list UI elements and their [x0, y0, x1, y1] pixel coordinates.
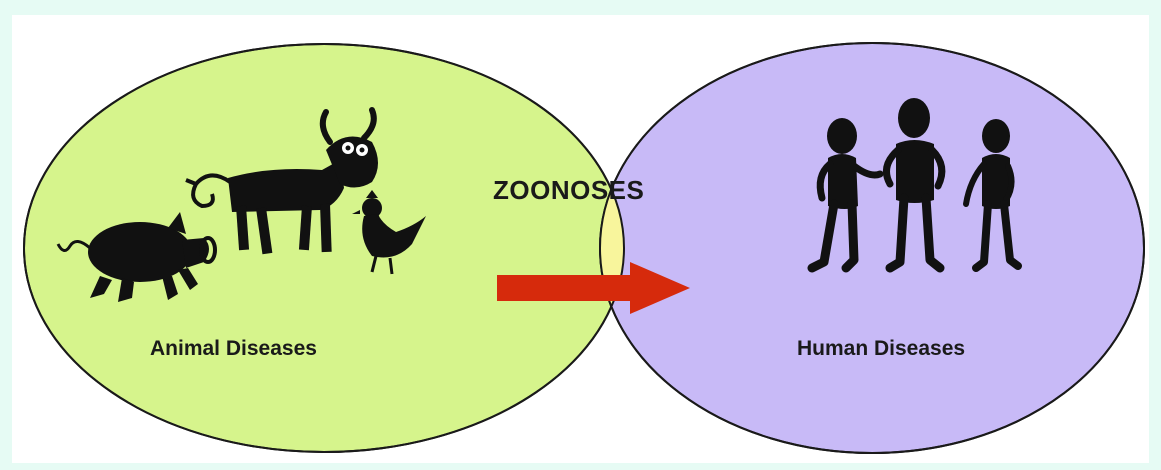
zoonoses-label: ZOONOSES	[493, 175, 645, 205]
human-diseases-label: Human Diseases	[797, 337, 966, 360]
cow-icon	[185, 107, 378, 255]
human-diseases-set	[599, 42, 1145, 454]
person-icon	[963, 119, 1022, 272]
chicken-icon	[352, 190, 426, 275]
pig-icon	[56, 212, 217, 302]
arrow-right-icon	[497, 262, 690, 314]
person-icon	[882, 98, 946, 273]
animal-diseases-label: Animal Diseases	[150, 337, 317, 360]
person-icon	[807, 118, 884, 273]
